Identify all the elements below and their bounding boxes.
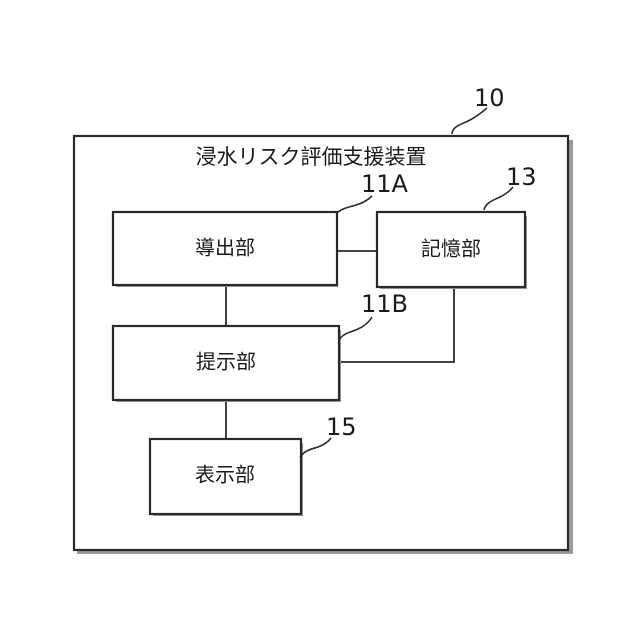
derivation-unit-label: 導出部 [195, 236, 255, 260]
leader-device [452, 108, 487, 134]
device-title: 浸水リスク評価支援装置 [196, 145, 427, 169]
ref-derivation: 11A [361, 170, 409, 198]
presentation-unit-label: 提示部 [196, 350, 256, 374]
storage-unit-label: 記憶部 [421, 237, 481, 261]
ref-display: 15 [326, 413, 357, 441]
ref-presentation: 11B [361, 290, 408, 318]
ref-device: 10 [474, 84, 505, 112]
ref-storage: 13 [506, 163, 537, 191]
display-unit-label: 表示部 [195, 463, 255, 487]
